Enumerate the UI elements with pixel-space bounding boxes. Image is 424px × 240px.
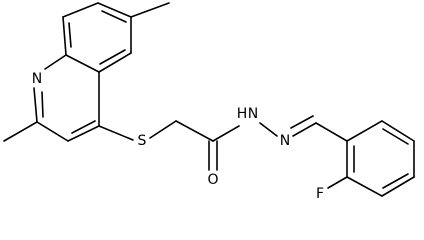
bond [65,54,100,73]
bond [212,125,240,142]
bond [130,2,170,18]
bond [41,91,44,118]
sulfur-label: S [138,133,147,149]
amide-nitrogen-label: N [248,106,258,122]
bond [290,115,314,129]
bond [44,54,67,70]
quinoline-nitrogen-label: N [32,71,42,87]
bond [3,121,38,142]
bond [327,176,348,189]
bond [346,176,383,197]
carbonyl-oxygen-label: O [207,172,218,188]
bond [36,121,69,142]
bond [292,122,317,137]
molecule-structure: N S O H N N F [3,2,415,202]
bond [346,120,383,142]
bond [101,10,127,23]
bond [382,128,409,145]
bond [315,122,348,142]
bond [175,120,214,142]
bond [259,122,278,137]
bond [97,2,132,18]
bond [62,16,67,56]
bond [99,49,126,65]
bond [67,125,100,142]
fluorine-label: F [316,186,324,202]
imine-nitrogen-label: N [280,133,290,149]
bond [149,120,177,139]
bond [381,176,415,197]
bond [62,2,99,18]
bond [382,173,409,189]
bond [98,125,134,141]
bond [68,22,72,48]
bond [381,120,415,142]
bond [33,87,38,123]
bond [98,52,132,73]
amide-hydrogen-label: H [237,106,248,122]
bond [71,120,96,134]
